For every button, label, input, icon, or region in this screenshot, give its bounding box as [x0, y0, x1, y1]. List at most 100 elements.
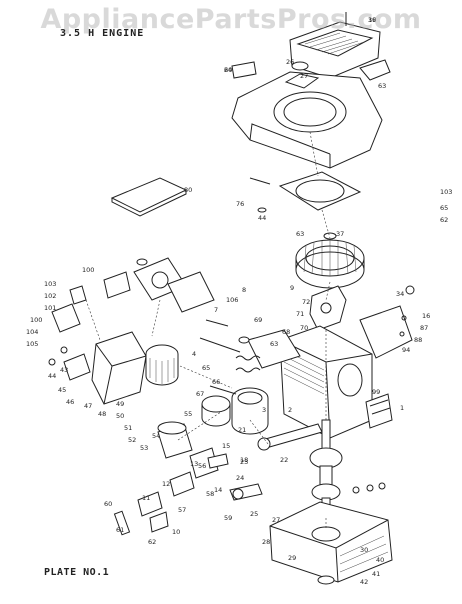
- callout-number: 61: [116, 526, 124, 534]
- callout-number: 69: [254, 316, 262, 324]
- callout-number: 43: [60, 366, 68, 374]
- callout-number: 94: [402, 346, 410, 354]
- callout-number: 80: [184, 186, 192, 194]
- callout-number: 21: [238, 426, 246, 434]
- callout-number: 100: [82, 266, 94, 274]
- callout-number: 23: [240, 458, 248, 466]
- callout-number: 106: [226, 296, 238, 304]
- callout-number: 102: [44, 292, 56, 300]
- callout-number: 66: [212, 378, 220, 386]
- callout-number: 44: [258, 214, 266, 222]
- callout-number: 20: [224, 66, 232, 74]
- callout-number: 34: [396, 290, 404, 298]
- small-hardware: [113, 453, 386, 536]
- callout-number: 28: [262, 538, 270, 546]
- callout-number: 55: [184, 410, 192, 418]
- callout-number: 8: [242, 286, 246, 294]
- carburetor: [91, 331, 179, 405]
- callout-number: 56: [198, 462, 206, 470]
- leader-lines: [85, 131, 331, 528]
- callout-number: 4: [192, 350, 196, 358]
- callout-number: 63: [378, 82, 386, 90]
- callout-number: 22: [280, 456, 288, 464]
- callout-number: 37: [336, 230, 344, 238]
- callout-number: 104: [26, 328, 38, 336]
- flywheel: [295, 232, 365, 289]
- connecting-rod: [257, 423, 323, 451]
- callout-number: 87: [420, 324, 428, 332]
- ignition-coil: [309, 285, 347, 331]
- callout-number: 100: [30, 316, 42, 324]
- header-label: 3.5 H ENGINE: [60, 28, 145, 39]
- callout-number: 58: [206, 490, 214, 498]
- callout-number: 12: [162, 480, 170, 488]
- callout-number: 41: [372, 570, 380, 578]
- piston: [201, 387, 269, 435]
- callout-number: 1: [400, 404, 404, 412]
- mounting-plate: [359, 285, 415, 359]
- callout-number: 99: [372, 388, 380, 396]
- callout-number: 59: [224, 514, 232, 522]
- gasket: [249, 171, 362, 213]
- callout-number: 7: [214, 306, 218, 314]
- callout-number: 65: [202, 364, 210, 372]
- callout-number: 9: [290, 284, 294, 292]
- callout-number: 11: [142, 494, 150, 502]
- callout-number: 3: [262, 406, 266, 414]
- callout-number: 54: [152, 432, 160, 440]
- intake-parts: [48, 285, 91, 381]
- callout-number: 72: [302, 298, 310, 306]
- callout-number: 15: [222, 442, 230, 450]
- callout-number: 36: [368, 16, 376, 24]
- callout-number: 47: [84, 402, 92, 410]
- callout-number: 30: [360, 546, 368, 554]
- callout-number: 60: [104, 500, 112, 508]
- callout-number: 44: [48, 372, 56, 380]
- callout-number: 57: [178, 506, 186, 514]
- callout-number: 63: [296, 230, 304, 238]
- callout-number: 13: [190, 460, 198, 468]
- callout-number: 71: [296, 310, 304, 318]
- callout-number: 64: [224, 66, 232, 74]
- callout-number: 63: [270, 340, 278, 348]
- callout-number: 70: [300, 324, 308, 332]
- callout-number: 67: [196, 390, 204, 398]
- callout-number: 105: [26, 340, 38, 348]
- crankcase-base: [269, 501, 393, 585]
- callout-number: 51: [124, 424, 132, 432]
- callout-number: 14: [214, 486, 222, 494]
- callout-number: 26: [286, 58, 294, 66]
- callout-number: 42: [360, 578, 368, 586]
- owner-manual: [110, 177, 188, 217]
- callout-number: 62: [440, 216, 448, 224]
- plate-label: PLATE NO.1: [44, 567, 110, 578]
- callout-number: 103: [44, 280, 56, 288]
- callout-number: 88: [414, 336, 422, 344]
- callout-number: 53: [140, 444, 148, 452]
- muffler: [103, 257, 215, 313]
- callout-number: 68: [282, 328, 290, 336]
- callout-number: 40: [376, 556, 384, 564]
- callout-number: 46: [66, 398, 74, 406]
- callout-number: 65: [440, 204, 448, 212]
- blower-housing: [231, 61, 383, 169]
- callout-number: 76: [236, 200, 244, 208]
- starter-top-piece: [289, 12, 391, 81]
- callout-number: 52: [128, 436, 136, 444]
- callout-number: 101: [44, 304, 56, 312]
- valve-parts: [199, 319, 261, 395]
- callout-number: 45: [58, 386, 66, 394]
- callout-number: 25: [250, 510, 258, 518]
- callout-number: 27: [300, 72, 308, 80]
- callout-number: 2: [288, 406, 292, 414]
- callout-number: 29: [288, 554, 296, 562]
- callout-number: 49: [116, 400, 124, 408]
- callout-number: 10: [172, 528, 180, 536]
- callout-number: 62: [148, 538, 156, 546]
- fuel-filter: [157, 421, 219, 497]
- callout-number: 19: [368, 16, 376, 24]
- crankshaft: [309, 419, 343, 519]
